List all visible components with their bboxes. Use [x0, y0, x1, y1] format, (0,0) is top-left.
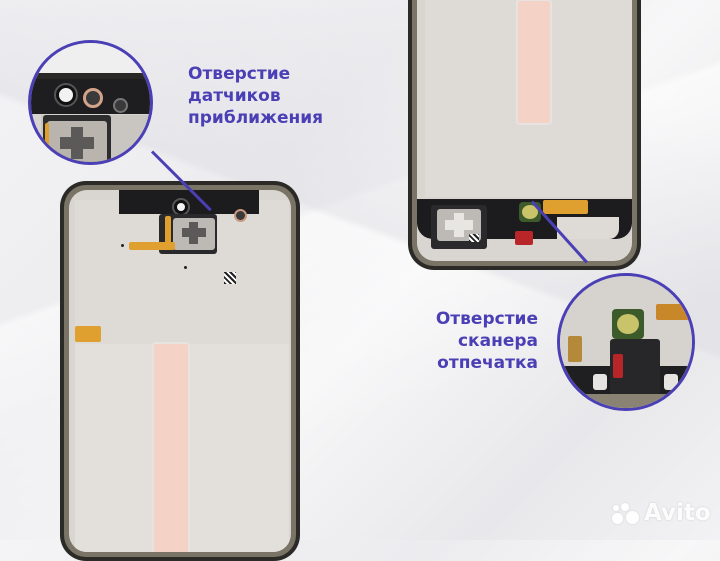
flex-pad	[75, 326, 101, 342]
metal-plate-corner	[557, 217, 619, 239]
qr-label	[469, 234, 479, 242]
flex-cable	[129, 242, 175, 250]
flex-cable	[165, 216, 171, 246]
qr-label	[224, 272, 236, 284]
connector-red	[515, 231, 533, 245]
proximity-sensor-zoom	[83, 88, 103, 108]
frame-interior	[69, 190, 291, 552]
proximity-sensor	[234, 209, 247, 222]
fingerprint-sensor-window-zoom	[612, 309, 644, 339]
callout-label-fingerprint: Отверстие сканера отпечатка	[420, 308, 538, 374]
front-camera-zoom	[54, 83, 78, 107]
left-phone-frame	[60, 181, 300, 561]
shield-cross	[445, 220, 473, 230]
bracket	[664, 374, 678, 390]
label-line: Отверстие	[188, 64, 291, 84]
watermark-text: Avito	[644, 500, 711, 526]
bracket	[593, 374, 607, 390]
fingerprint-sensor-window	[519, 202, 541, 222]
right-phone-frame	[408, 0, 641, 270]
avito-logo-icon	[612, 501, 640, 525]
callout-magnifier-fingerprint	[557, 273, 695, 411]
flex-contacts-zoom	[568, 336, 582, 362]
flex-strip	[152, 342, 190, 552]
connector-red	[613, 354, 623, 378]
light-sensor-zoom	[113, 98, 128, 113]
shield-cross	[60, 137, 94, 149]
label-line: датчиков	[188, 86, 281, 106]
callout-label-proximity: Отверстие датчиков приближения	[188, 63, 323, 129]
flex-cable-zoom	[656, 304, 692, 320]
flex-cable	[543, 200, 588, 214]
screw-hole	[184, 266, 187, 269]
label-line: сканера	[457, 331, 538, 351]
flex-strip	[516, 0, 552, 125]
callout-magnifier-proximity	[28, 40, 153, 165]
flex-cable	[45, 123, 49, 147]
label-line: отпечатка	[437, 353, 538, 373]
label-line: Отверстие	[435, 309, 538, 329]
screw-hole	[121, 244, 124, 247]
label-line: приближения	[188, 108, 324, 128]
avito-watermark: Avito	[612, 500, 711, 526]
shield-cross	[182, 228, 206, 237]
frame-interior	[417, 0, 632, 261]
